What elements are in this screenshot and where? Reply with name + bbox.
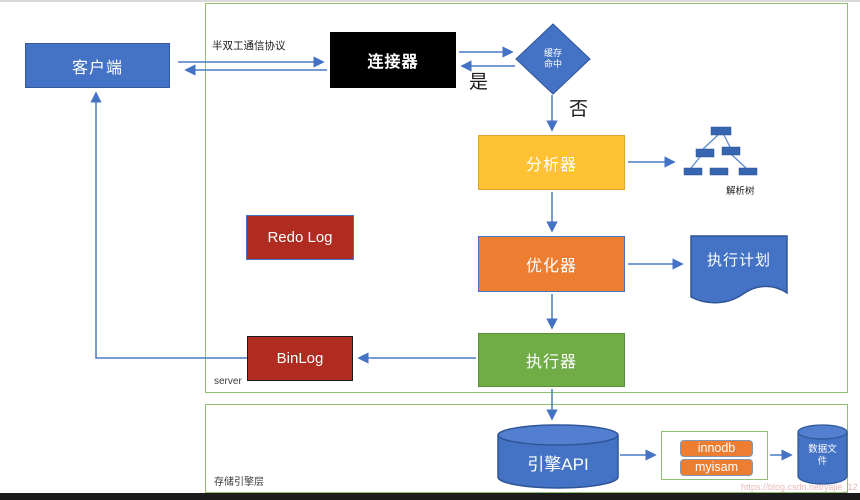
optimizer-node: 优化器 bbox=[478, 236, 625, 292]
redo-log-node: Redo Log bbox=[246, 215, 354, 260]
csdn-watermark: https://blog.csdn.net/yajie_12 bbox=[741, 482, 858, 492]
cache-no-label: 否 bbox=[569, 99, 589, 120]
binlog-node: BinLog bbox=[247, 336, 353, 381]
server-layer-label: server bbox=[214, 376, 242, 387]
cache-hit-label-line1: 缓存 bbox=[543, 48, 562, 58]
parse-tree-icon bbox=[683, 126, 758, 176]
engine-api-label: 引擎API bbox=[527, 455, 589, 474]
execplan-label: 执行计划 bbox=[706, 252, 771, 269]
execution-plan-node: 执行计划 bbox=[690, 235, 788, 307]
client-node: 客户端 bbox=[25, 43, 170, 88]
innodb-engine: innodb bbox=[680, 440, 753, 457]
bottom-black-bar bbox=[0, 493, 860, 500]
data-file-label-line2: 件 bbox=[817, 456, 828, 467]
executor-node: 执行器 bbox=[478, 333, 625, 387]
storage-layer-label: 存储引擎层 bbox=[214, 477, 264, 488]
execplan-doc-shape bbox=[690, 235, 788, 304]
engine-api-node: 引擎API bbox=[497, 424, 619, 490]
protocol-edge-label: 半双工通信协议 bbox=[212, 40, 286, 52]
myisam-engine: myisam bbox=[680, 459, 753, 476]
cache-yes-label: 是 bbox=[469, 72, 489, 93]
cache-hit-label-line2: 命中 bbox=[543, 59, 562, 69]
top-divider bbox=[0, 0, 860, 2]
cache-hit-decision-node: 缓存 命中 bbox=[515, 23, 591, 95]
data-file-node: 数据文 件 bbox=[797, 424, 848, 487]
parse-tree-label: 解析树 bbox=[726, 186, 755, 197]
cache-diamond-shape bbox=[515, 23, 591, 95]
engines-container: innodb myisam bbox=[661, 431, 768, 480]
data-file-label-line1: 数据文 bbox=[808, 444, 837, 455]
connector-node: 连接器 bbox=[330, 32, 456, 88]
analyzer-node: 分析器 bbox=[478, 135, 625, 190]
